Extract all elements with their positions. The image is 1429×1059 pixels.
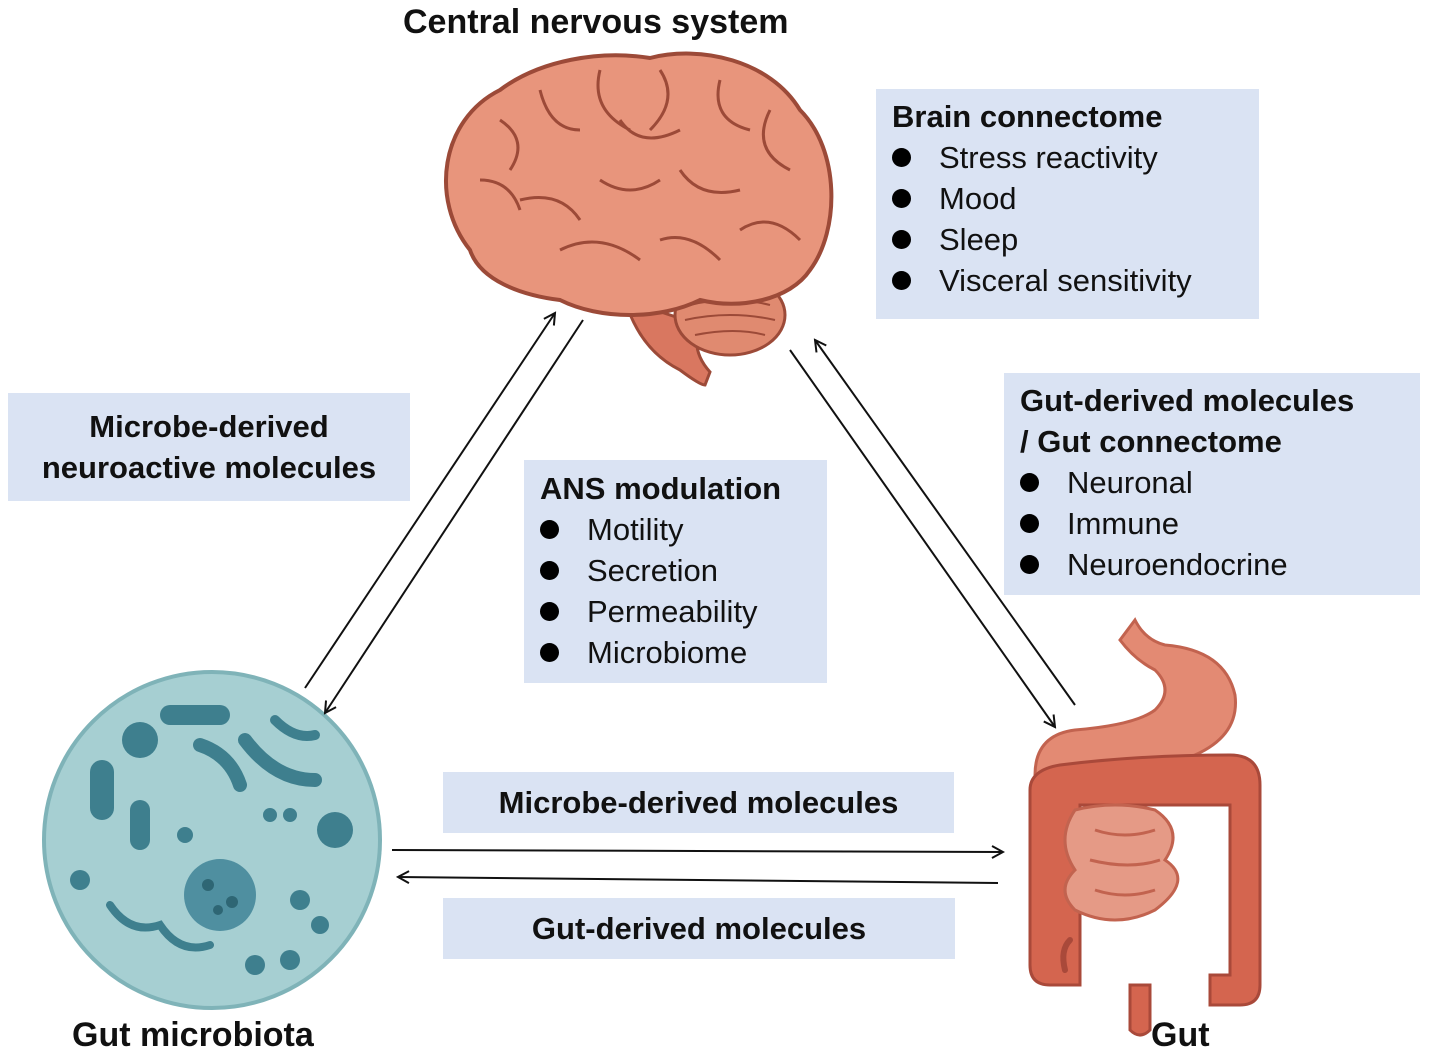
arrow-gut-to-microbiota [398,877,999,884]
gut-molecules-label: Gut-derived molecules [531,911,867,946]
microbiota-illustration [42,670,382,1010]
ans-modulation-box: ANS modulation Motility Secretion Permea… [524,460,827,683]
arrow-microbiota-to-cns [304,313,555,689]
list-item: Immune [1020,503,1420,544]
list-item: Mood [892,178,1259,219]
ans-modulation-title: ANS modulation [540,471,782,506]
brain-connectome-list: Stress reactivity Mood Sleep Visceral se… [892,137,1259,301]
microbe-molecules-label: Microbe-derived molecules [498,785,899,820]
list-item: Motility [540,509,827,550]
gut-connectome-title-1: Gut-derived molecules [1020,383,1355,418]
gut-molecules-box: Gut-derived molecules [443,898,955,959]
list-item: Permeability [540,591,827,632]
gut-connectome-list: Neuronal Immune Neuroendocrine [1020,462,1420,585]
bullet-icon [1020,473,1039,492]
arrow-microbiota-to-gut [391,850,1003,852]
bullet-icon [892,148,911,167]
arrow-gut-to-cns [815,340,1076,706]
ans-modulation-list: Motility Secretion Permeability Microbio… [540,509,827,673]
list-item: Sleep [892,219,1259,260]
list-item: Microbiome [540,632,827,673]
bullet-icon [892,271,911,290]
bullet-icon [892,189,911,208]
gut-connectome-title-2: / Gut connectome [1020,424,1282,459]
bullet-icon [540,561,559,580]
microbe-neuroactive-box: Microbe-derived neuroactive molecules [8,393,410,501]
bullet-icon [892,230,911,249]
cns-label: Central nervous system [403,3,789,41]
gut-connectome-box: Gut-derived molecules / Gut connectome N… [1004,373,1420,595]
bullet-icon [540,520,559,539]
gut-illustration [1028,617,1262,1037]
bullet-icon [1020,555,1039,574]
bullet-icon [540,602,559,621]
list-item: Neuronal [1020,462,1420,503]
list-item: Stress reactivity [892,137,1259,178]
microbe-molecules-box: Microbe-derived molecules [443,772,954,833]
microbe-neuroactive-line-2: neuroactive molecules [41,450,377,485]
microbe-neuroactive-line-1: Microbe-derived [89,409,329,444]
brain-connectome-title: Brain connectome [892,99,1163,134]
bullet-icon [540,643,559,662]
arrow-cns-to-gut [789,349,1055,727]
list-item: Neuroendocrine [1020,544,1420,585]
list-item: Secretion [540,550,827,591]
arrow-cns-to-microbiota [325,319,584,713]
brain-illustration [444,51,834,387]
bullet-icon [1020,514,1039,533]
list-item: Visceral sensitivity [892,260,1259,301]
brain-connectome-box: Brain connectome Stress reactivity Mood … [876,89,1259,319]
gut-label: Gut [1151,1016,1210,1054]
arrows [304,313,1076,884]
microbiota-label: Gut microbiota [72,1016,314,1054]
